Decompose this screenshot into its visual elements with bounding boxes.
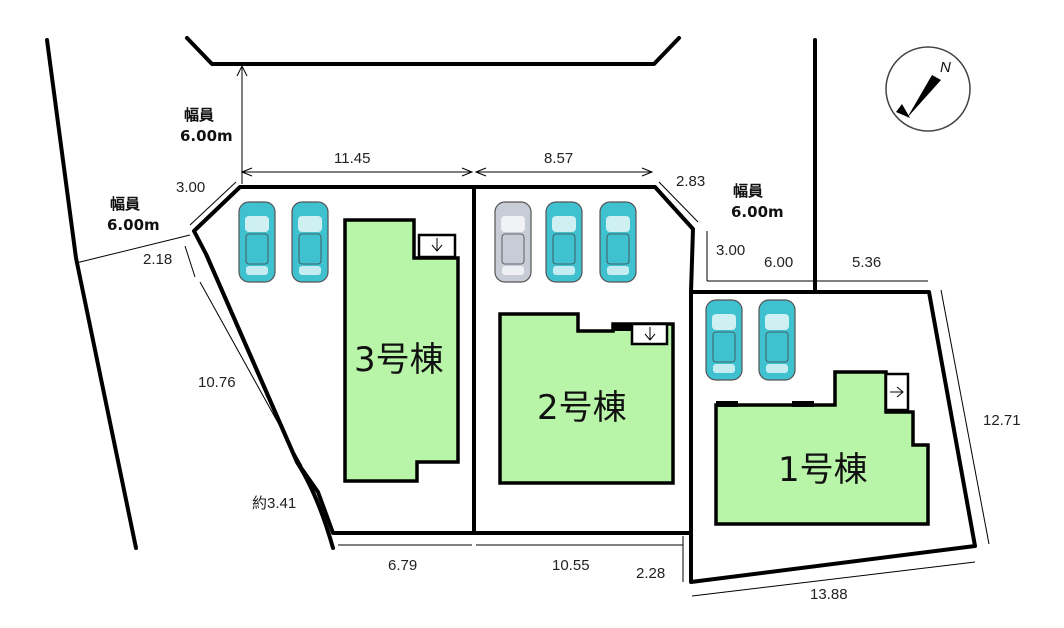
road-edges xyxy=(45,36,817,550)
dim-lot1-top-right: 5.36 xyxy=(852,254,881,271)
west-road-width: 6.00m xyxy=(107,216,160,234)
building-2-label: 2号棟 xyxy=(537,388,627,428)
dim-lot1-south: 13.88 xyxy=(810,586,848,603)
dim-south-step: 2.28 xyxy=(636,565,665,582)
dimension-lines xyxy=(75,64,990,597)
north-road-label: 幅員 xyxy=(184,106,214,124)
dim-north-lot2: 8.57 xyxy=(544,150,573,167)
east-road-width: 6.00m xyxy=(731,203,784,221)
car-icon xyxy=(599,201,637,283)
car-icon xyxy=(494,201,532,283)
dim-corner-ne: 2.83 xyxy=(676,173,705,190)
lot-1-outline xyxy=(689,290,977,584)
east-road-label: 幅員 xyxy=(733,182,763,200)
dim-north-lot3: 11.45 xyxy=(334,150,370,167)
car-icon xyxy=(705,299,743,381)
car-icon xyxy=(545,201,583,283)
building-3: 3号棟 xyxy=(343,218,460,483)
compass: N xyxy=(885,46,971,132)
parking-cars xyxy=(238,201,796,381)
car-icon xyxy=(291,201,329,283)
dim-corner-nw: 3.00 xyxy=(176,179,205,196)
dim-west-curve: 約3.41 xyxy=(252,495,296,512)
dim-south-lot2: 10.55 xyxy=(552,557,590,574)
car-icon xyxy=(238,201,276,283)
building-1: 1号棟 xyxy=(714,370,930,526)
building-2: 2号棟 xyxy=(498,312,675,485)
building-1-label: 1号棟 xyxy=(778,450,868,490)
dim-west-side: 10.76 xyxy=(198,374,236,391)
west-curve-edge xyxy=(204,252,335,550)
building-3-label: 3号棟 xyxy=(354,340,444,380)
compass-label: N xyxy=(940,59,951,76)
dim-west-upper: 2.18 xyxy=(143,251,172,268)
car-icon xyxy=(758,299,796,381)
west-road-label: 幅員 xyxy=(110,195,140,213)
west-road-edge xyxy=(45,38,138,550)
north-arrow-icon xyxy=(907,75,941,118)
north-road-edge xyxy=(185,36,681,66)
dim-lot1-step: 3.00 xyxy=(716,242,745,259)
dim-lot1-east: 12.71 xyxy=(983,412,1021,429)
dim-south-lot3: 6.79 xyxy=(388,557,417,574)
site-boundary xyxy=(192,185,977,584)
dim-lot1-top-left: 6.00 xyxy=(764,254,793,271)
north-road-width: 6.00m xyxy=(180,127,233,145)
